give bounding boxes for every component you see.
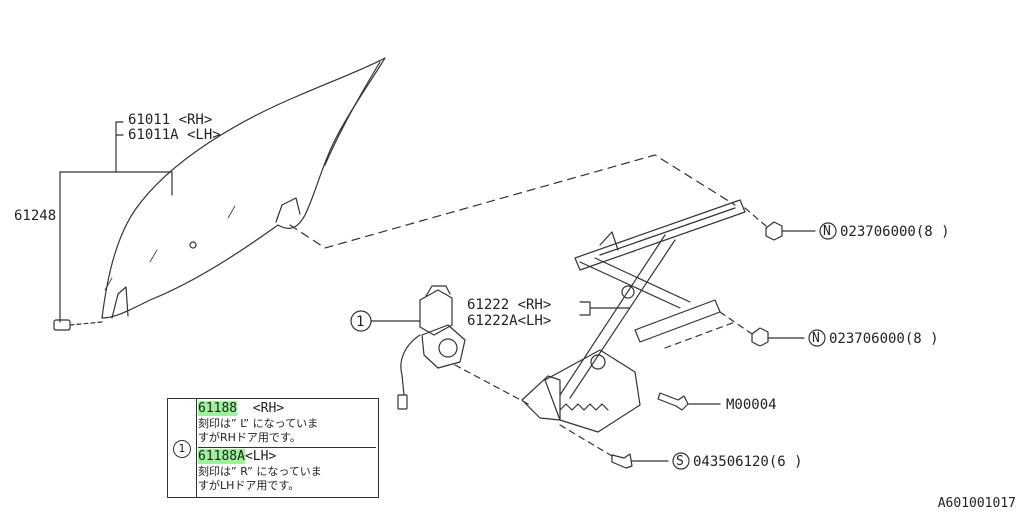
regulator-upper-rail-detail (599, 207, 736, 256)
regulator-arm-2 (559, 234, 676, 399)
regulator-upper-rail (574, 199, 746, 271)
bolt (657, 392, 689, 411)
glass-tab (275, 197, 301, 223)
motor-gearbox (421, 324, 466, 369)
weatherstrip-clip (53, 319, 71, 331)
note-marker-column: 1 (168, 399, 197, 497)
bolt-code: M00004 (726, 397, 777, 413)
screw-prefix: S (676, 454, 684, 469)
screw (611, 453, 633, 469)
nut-bottom-prefix-circle (808, 329, 826, 347)
motor-body (419, 289, 453, 336)
motor-wire (400, 334, 421, 396)
glass-rh-label: 61011 <RH> (128, 112, 212, 128)
nut-bottom-prefix: N (812, 331, 820, 346)
reference-code: A601001017 (937, 496, 1016, 511)
nut-top-guide (744, 207, 767, 227)
glass-shading-1 (104, 277, 113, 291)
screw-guide (559, 424, 613, 457)
motor-lh-heading: 61188A<LH> (198, 449, 376, 465)
motor-rh-side: <RH> (237, 401, 285, 416)
regulator-rh-label: 61222 <RH> (467, 297, 551, 313)
motor-rh-heading: 61188 <RH> (198, 401, 376, 417)
motor-lh-text-2: すがLHドア用です。 (198, 479, 300, 492)
nut-bottom (751, 327, 769, 347)
nut-bottom-guide (719, 311, 753, 335)
glass-edge-inner (324, 61, 381, 166)
motor-lh-text-1: 刻印は” R” になっていま (198, 465, 322, 478)
note-row-lh: 61188A<LH> 刻印は” R” になっていま すがLHドア用です。 (198, 449, 376, 495)
motor-note-box: 1 61188 <RH> 刻印は” L” になっていま すがRHドア用です。 6… (167, 398, 379, 498)
motor-connector (397, 394, 408, 410)
motor-rh-part: 61188 (198, 401, 238, 416)
regulator-lower-rail-dash (664, 321, 736, 349)
nut-top-prefix: N (823, 224, 831, 239)
nut-top-code: 023706000(8 ) (840, 224, 950, 240)
note-row-rh: 61188 <RH> 刻印は” L” になっていま すがRHドア用です。 (198, 401, 376, 448)
motor-lh-part: 61188A (198, 449, 245, 464)
regulator-gear-teeth (559, 403, 609, 411)
motor-guide (454, 364, 531, 406)
screw-prefix-circle (672, 452, 690, 470)
nut-bottom-code: 023706000(8 ) (829, 331, 939, 347)
glass-leader (59, 121, 173, 323)
weatherstrip-label: 61248 (14, 208, 56, 224)
regulator-gear-hub (590, 354, 606, 370)
regulator-base-plate (521, 375, 561, 421)
glass-lh-label: 61011A <LH> (128, 127, 221, 143)
weatherstrip-clip-lead (69, 321, 103, 326)
glass-guide-line (289, 154, 736, 249)
glass-shading-3 (227, 205, 236, 219)
motor-rh-text-2: すがRHドア用です。 (198, 431, 301, 444)
regulator-pivot (621, 285, 635, 299)
glass-bottom-clip (111, 286, 129, 319)
regulator-arm-1 (579, 257, 691, 309)
motor-rh-text-1: 刻印は” L” になっていま (198, 417, 319, 430)
callout-marker-label: 1 (356, 314, 364, 330)
regulator-leader (579, 301, 631, 316)
door-glass (101, 57, 386, 319)
note-marker: 1 (173, 440, 191, 458)
regulator-bracket-top (599, 231, 619, 251)
regulator-lh-label: 61222A<LH> (467, 313, 551, 329)
glass-shading-2 (149, 249, 158, 263)
nut-top (765, 221, 783, 241)
motor-lh-side: <LH> (244, 449, 277, 464)
motor-cap (425, 285, 451, 297)
screw-code: 043506120(6 ) (693, 454, 803, 470)
motor-gear (438, 338, 458, 358)
glass-hole (189, 241, 197, 249)
nut-top-prefix-circle (819, 222, 837, 240)
